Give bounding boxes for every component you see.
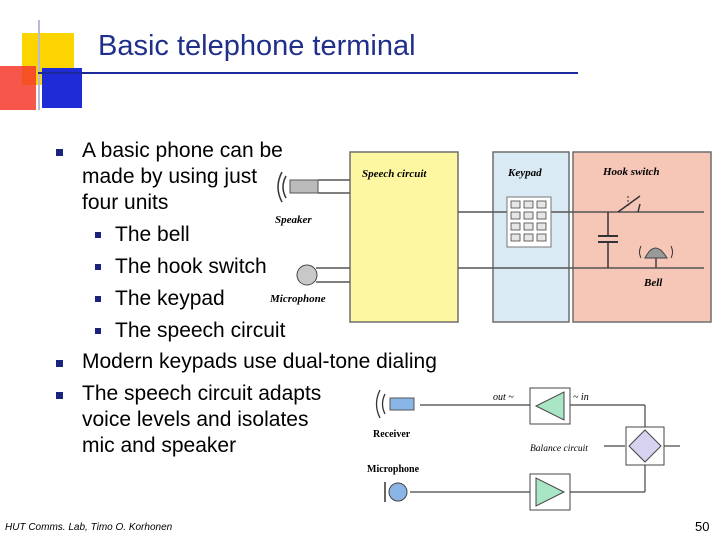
page-number: 50 bbox=[695, 519, 710, 534]
bullet-1-line-2: made by using just bbox=[82, 165, 258, 188]
bullet-marker bbox=[56, 360, 63, 367]
logo-blue-square bbox=[42, 68, 82, 108]
hook-switch-lever bbox=[617, 195, 641, 213]
sub-bullet-speech-circuit: The speech circuit bbox=[115, 319, 286, 342]
logo-red-square bbox=[0, 66, 36, 110]
balance-circuit-label: Balance circuit bbox=[530, 444, 588, 454]
hybrid-diagram: out ~ ~ in Receiver Balance circuit Micr… bbox=[367, 387, 680, 511]
bullet-2: Modern keypads use dual-tone dialing bbox=[82, 350, 437, 373]
footer-credit: HUT Comms. Lab, Timo O. Korhonen bbox=[5, 522, 173, 533]
hook-switch-label: Hook switch bbox=[602, 166, 660, 178]
sub-bullet-hook-switch: The hook switch bbox=[115, 255, 267, 278]
bell-icon bbox=[644, 247, 668, 259]
bell-label: Bell bbox=[643, 277, 663, 289]
sub-bullet-keypad: The keypad bbox=[115, 287, 225, 310]
bullet-3-line-2: voice levels and isolates bbox=[82, 408, 309, 431]
sub-bullet-marker bbox=[95, 264, 101, 270]
balance-diamond bbox=[628, 429, 662, 463]
in-label: ~ in bbox=[573, 392, 589, 403]
microphone-label: Microphone bbox=[269, 293, 326, 305]
sub-bullet-marker bbox=[95, 328, 101, 334]
speech-circuit-label: Speech circuit bbox=[362, 168, 427, 180]
title-underline bbox=[38, 72, 578, 74]
microphone-icon bbox=[296, 264, 318, 286]
bullet-marker bbox=[56, 149, 63, 156]
telephone-diagram: Speech circuit Keypad Hook switch Speake… bbox=[269, 151, 712, 323]
speech-circuit-box bbox=[349, 151, 459, 323]
microphone-bottom-icon bbox=[388, 482, 408, 502]
bullet-3-line-1: The speech circuit adapts bbox=[82, 382, 322, 405]
out-label: out ~ bbox=[493, 392, 514, 403]
bullet-1-line-1: A basic phone can be bbox=[82, 139, 283, 162]
bullet-1-line-3: four units bbox=[82, 191, 169, 214]
speaker-icon bbox=[289, 179, 319, 194]
sub-bullet-bell: The bell bbox=[115, 223, 190, 246]
output-amplifier-triangle bbox=[534, 391, 565, 421]
sub-bullet-marker bbox=[95, 296, 101, 302]
keypad-label: Keypad bbox=[507, 167, 542, 179]
bullet-3-line-3: mic and speaker bbox=[82, 434, 237, 457]
microphone-bottom-label: Microphone bbox=[367, 464, 420, 475]
bullet-marker bbox=[56, 392, 63, 399]
sub-bullet-marker bbox=[95, 232, 101, 238]
input-amplifier-triangle bbox=[535, 477, 566, 507]
receiver-label: Receiver bbox=[373, 429, 411, 440]
receiver-icon bbox=[389, 397, 415, 411]
hook-switch-box bbox=[572, 151, 712, 323]
speaker-label: Speaker bbox=[275, 214, 312, 226]
page-title: Basic telephone terminal bbox=[98, 30, 416, 62]
title-vertical-rule bbox=[38, 20, 40, 110]
